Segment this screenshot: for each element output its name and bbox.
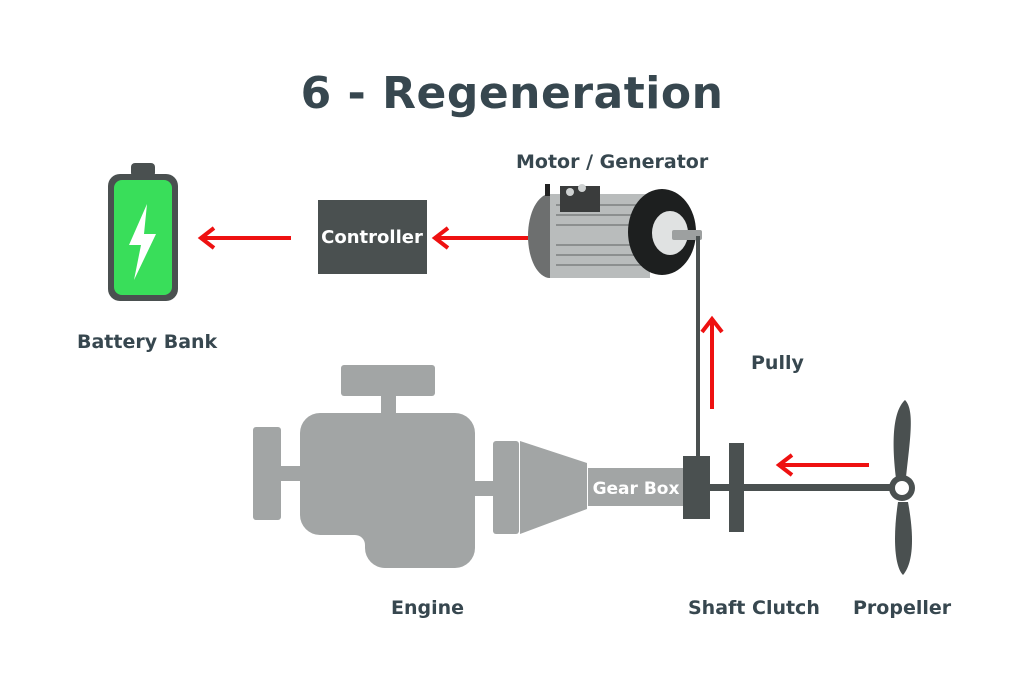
arrow-pulley-up — [700, 315, 724, 409]
lightning-bolt-icon — [129, 204, 156, 280]
battery-bank-label: Battery Bank — [77, 331, 218, 353]
diagram-title: 6 - Regeneration — [300, 68, 724, 119]
battery-icon — [108, 163, 178, 301]
arrow-controller-to-battery — [197, 226, 291, 250]
engine-icon — [253, 365, 587, 568]
pulley-label: Pully — [751, 352, 804, 374]
motor-generator-label: Motor / Generator — [516, 151, 709, 173]
propeller-label: Propeller — [853, 597, 952, 619]
gearbox-label: Gear Box — [593, 479, 680, 499]
controller-label: Controller — [321, 227, 423, 248]
arrow-propeller-to-clutch — [775, 453, 869, 477]
shaft-clutch — [683, 443, 898, 532]
controller-box: Controller — [318, 200, 427, 274]
arrow-motor-to-controller — [431, 226, 528, 250]
propeller-icon — [889, 400, 915, 575]
shaft-clutch-label: Shaft Clutch — [688, 597, 820, 619]
motor-generator-icon — [528, 184, 702, 278]
gearbox: Gear Box — [588, 468, 685, 506]
engine-label: Engine — [391, 597, 465, 619]
